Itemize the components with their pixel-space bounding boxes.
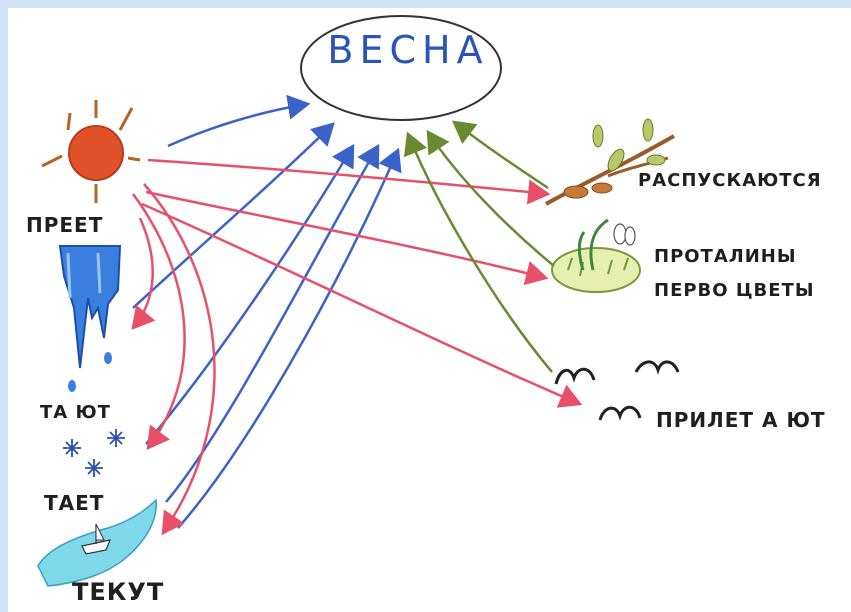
icicles-icon [58, 245, 122, 392]
label-greet: ПРЕЕТ [26, 213, 104, 237]
label-tayut: ТА ЮТ [40, 402, 111, 423]
snowflakes-icon [63, 429, 125, 477]
label-tekut: ТЕКУТ [72, 578, 165, 606]
birds-icon [554, 360, 680, 421]
label-pervotsvety: ПЕРВО ЦВЕТЫ [654, 280, 815, 301]
stream-boat-icon [37, 498, 157, 587]
central-title: ВЕСНА [327, 28, 489, 72]
red-arrows [131, 158, 583, 536]
drawing-canvas: ВЕСНА ПРЕЕТ ТА ЮТ ТАЕТ ТЕКУТ РАСПУСКАЮТС… [8, 8, 851, 612]
blue-arrows [132, 94, 402, 529]
green-arrows [403, 120, 555, 373]
mindmap-drawing [37, 15, 680, 587]
sun-icon [41, 100, 141, 203]
budding-branch-icon [545, 118, 675, 206]
label-taet: ТАЕТ [44, 491, 105, 515]
central-oval [300, 15, 502, 121]
label-priletayut: ПРИЛЕТ А ЮТ [656, 408, 826, 432]
snowdrop-thaw-icon [551, 218, 641, 293]
label-protaliny: ПРОТАЛИНЫ [654, 246, 797, 267]
label-raspuskayutsya: РАСПУСКАЮТСЯ [638, 170, 822, 191]
